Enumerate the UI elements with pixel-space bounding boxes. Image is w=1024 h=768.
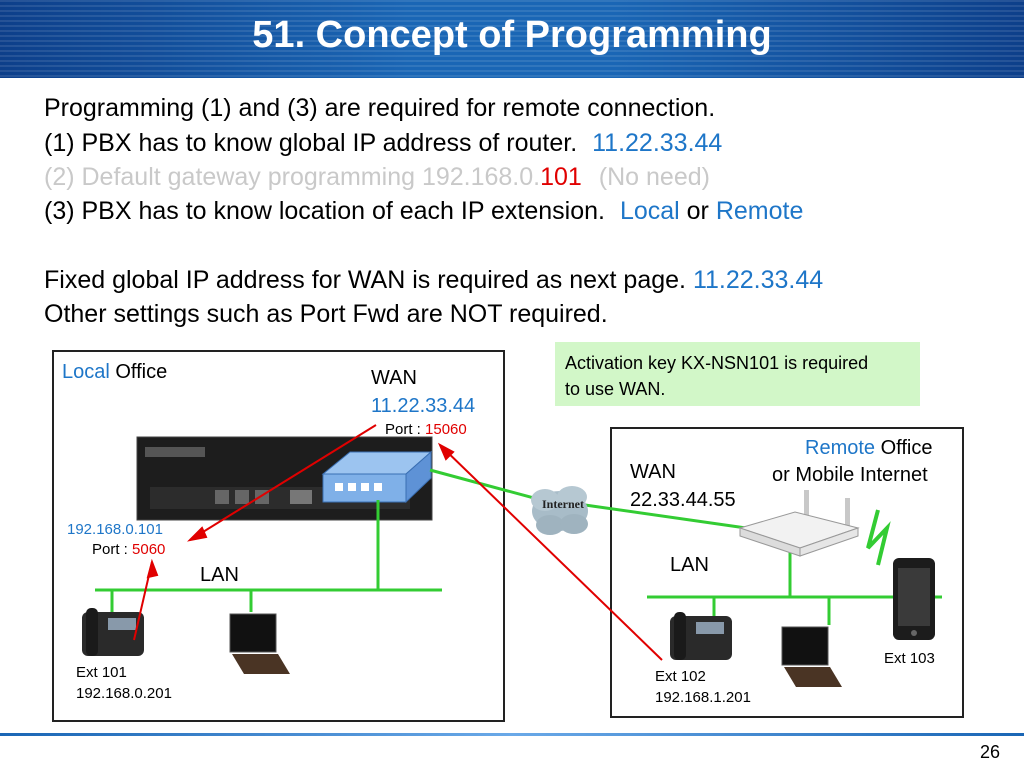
- ext101-name: Ext 101: [76, 664, 127, 681]
- remote-keyword: Remote: [715, 197, 804, 225]
- local-office-label: Local Office: [62, 361, 167, 384]
- mobile-phone-icon: [893, 558, 935, 640]
- local-wan-label: WAN: [371, 367, 417, 389]
- remote-wan-label: WAN: [630, 461, 676, 483]
- router-image: [321, 450, 433, 504]
- remote-wan-ip: 22.33.44.55: [630, 489, 736, 511]
- pbx-port-label: Port :: [92, 541, 133, 558]
- internet-label: Internet: [542, 497, 584, 511]
- text-line-1: Programming (1) and (3) are required for…: [44, 94, 716, 122]
- local-office-label-local: Local: [62, 361, 110, 383]
- ext102-phone-icon: [670, 612, 732, 660]
- gateway-suffix: 101: [540, 163, 582, 191]
- pbx-port-number: 5060: [132, 541, 166, 558]
- or-keyword: or: [686, 197, 709, 225]
- remote-office-sublabel: or Mobile Internet: [772, 464, 928, 486]
- internet-cloud-icon: [531, 486, 588, 535]
- local-office-label-office: Office: [115, 361, 168, 383]
- remote-wan-link: [584, 503, 761, 532]
- text-line-4-main: (3) PBX has to know location of each IP …: [44, 197, 605, 225]
- text-line-2-main: (1) PBX has to know global IP address of…: [44, 129, 578, 157]
- slide-title: 51. Concept of Programming: [252, 14, 772, 56]
- ext102-ip: 192.168.1.201: [655, 689, 751, 706]
- remote-office-label-office: Office: [880, 437, 933, 459]
- activation-note-box: Activation key KX-NSN101 is required to …: [555, 342, 920, 406]
- text-line-5-main: Fixed global IP address for WAN is requi…: [44, 266, 686, 294]
- no-need-note: (No need): [598, 163, 710, 191]
- local-lan-label: LAN: [200, 564, 239, 586]
- text-line-6: Other settings such as Port Fwd are NOT …: [44, 300, 608, 328]
- router-ip-value: 11.22.33.44: [592, 129, 723, 157]
- ext102-to-wan-arrow: [439, 444, 663, 661]
- text-line-3-main: (2) Default gateway programming 192.168.…: [44, 163, 541, 191]
- local-laptop-icon: [229, 613, 290, 674]
- remote-office-label-remote: Remote: [805, 437, 876, 459]
- local-wan-port-label: Port :: [385, 421, 426, 438]
- remote-office-label: Remote Office: [805, 437, 932, 460]
- page-number: 26: [980, 742, 1001, 762]
- local-wan-port-number: 15060: [425, 421, 467, 438]
- local-keyword: Local: [619, 197, 680, 225]
- activation-note-text: Activation key KX-NSN101 is required to …: [565, 353, 869, 399]
- text-line-5: Fixed global IP address for WAN is requi…: [44, 266, 823, 295]
- local-wan-port: Port : 15060: [385, 421, 467, 438]
- text-line-3: (2) Default gateway programming 192.168.…: [44, 163, 710, 192]
- ext101-ip: 192.168.0.201: [76, 685, 172, 702]
- wireless-router-image: [738, 490, 860, 557]
- port-mapping-arrows: [133, 424, 663, 661]
- remote-laptop-icon: [781, 626, 842, 687]
- local-office-box: [52, 350, 505, 722]
- footer-line: [0, 733, 1024, 736]
- text-line-4: (3) PBX has to know location of each IP …: [44, 197, 803, 226]
- local-wan-ip: 11.22.33.44: [371, 395, 476, 417]
- remote-lan-label: LAN: [670, 554, 709, 576]
- pbx-port: Port : 5060: [92, 541, 165, 558]
- ext103-name: Ext 103: [884, 650, 935, 667]
- title-bar: [0, 0, 1024, 78]
- wan-to-pbx-arrow: [189, 424, 377, 541]
- fixed-ip-value: 11.22.33.44: [692, 266, 824, 294]
- ext101-phone-icon: [82, 608, 144, 656]
- ext102-name: Ext 102: [655, 668, 706, 685]
- remote-office-box: [610, 427, 964, 718]
- text-line-2: (1) PBX has to know global IP address of…: [44, 129, 722, 158]
- pbx-ip-label: 192.168.0.101: [67, 521, 163, 538]
- network-links: [95, 468, 942, 625]
- wireless-signal-icon: [866, 509, 891, 566]
